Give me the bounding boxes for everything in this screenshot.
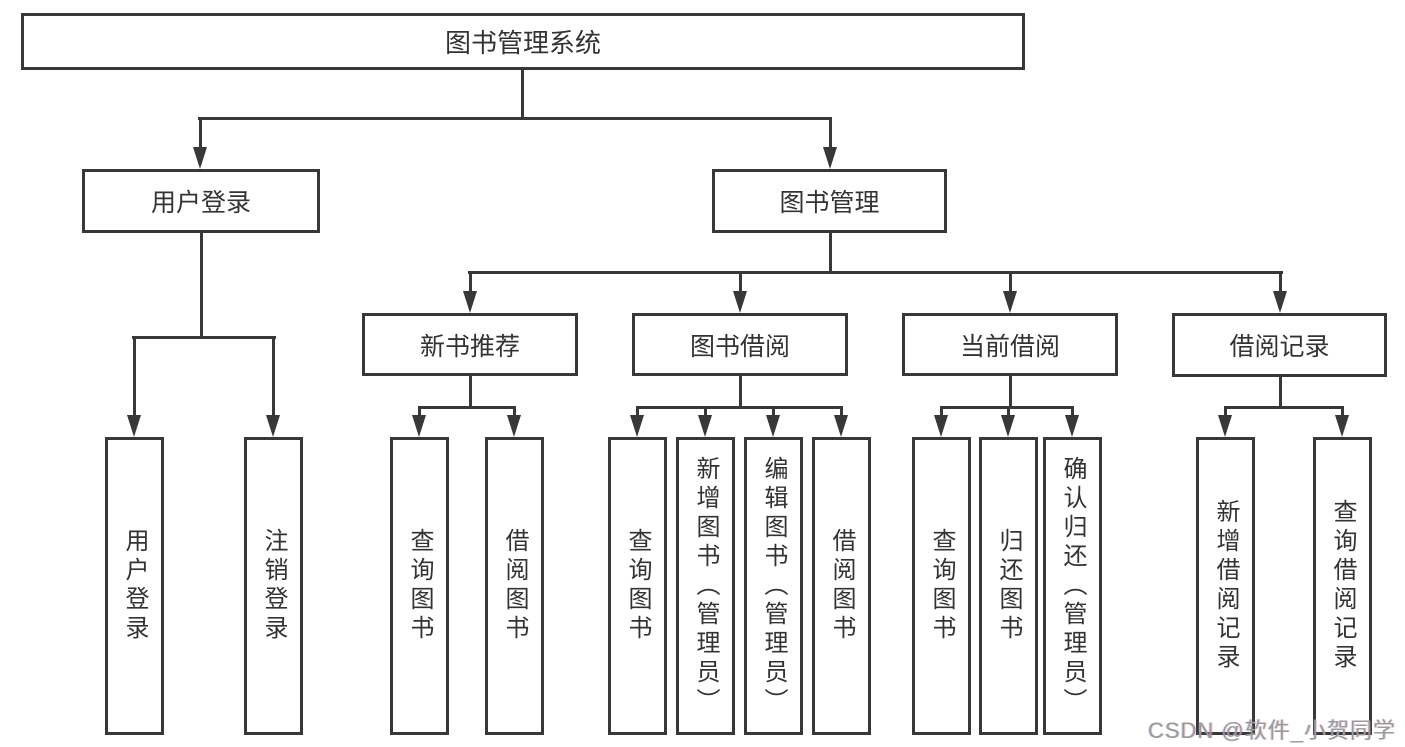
arrow-down	[266, 415, 280, 437]
connector-line	[469, 376, 472, 409]
connector-line	[940, 406, 1073, 409]
connector-line	[200, 233, 203, 339]
leaf-cb-confirm-return-admin: 确认归还（管理员）	[1043, 437, 1102, 735]
arrow-down	[127, 415, 141, 437]
connector-line	[829, 117, 832, 149]
arrow-down	[766, 415, 780, 437]
arrow-down	[934, 415, 948, 437]
leaf-bb-query-book: 查询图书	[608, 437, 667, 735]
arrow-down	[834, 415, 848, 437]
arrow-down	[1273, 291, 1287, 313]
connector-line	[739, 271, 742, 292]
leaf-bb-edit-book-admin: 编辑图书（管理员）	[744, 437, 803, 735]
connector-line	[840, 406, 843, 416]
connector-line	[133, 336, 136, 416]
node-book-management: 图书管理	[712, 169, 947, 233]
connector-line	[1279, 271, 1282, 292]
leaf-logout-login: 注销登录	[244, 437, 303, 735]
leaf-bb-add-book-admin: 新增图书（管理员）	[676, 437, 735, 735]
connector-line	[418, 406, 421, 416]
node-library-management-system: 图书管理系统	[21, 13, 1025, 70]
connector-line	[418, 406, 516, 409]
arrow-down	[463, 291, 477, 313]
leaf-bb-borrow-book: 借阅图书	[812, 437, 871, 735]
connector-line	[1224, 406, 1344, 409]
node-borrow-record: 借阅记录	[1172, 313, 1387, 377]
arrow-down	[698, 415, 712, 437]
watermark: CSDN @软件_小贺同学	[1147, 718, 1396, 743]
leaf-user-login: 用户登录	[105, 437, 164, 735]
node-book-borrow: 图书借阅	[632, 313, 848, 376]
connector-line	[704, 406, 707, 416]
connector-line	[1009, 376, 1012, 409]
connector-line	[1009, 271, 1012, 292]
arrow-down	[193, 147, 207, 169]
arrow-down	[1335, 415, 1349, 437]
connector-line	[940, 406, 943, 416]
connector-line	[1007, 406, 1010, 416]
leaf-br-add-record: 新增借阅记录	[1196, 437, 1255, 735]
connector-line	[1071, 406, 1074, 416]
arrow-down	[823, 147, 837, 169]
connector-line	[1279, 377, 1282, 409]
node-current-borrow: 当前借阅	[902, 313, 1118, 376]
connector-line	[1341, 406, 1344, 416]
connector-line	[1224, 406, 1227, 416]
connector-line	[636, 406, 843, 409]
leaf-rec-query-book: 查询图书	[390, 437, 449, 735]
arrow-down	[412, 415, 426, 437]
connector-line	[272, 336, 275, 416]
arrow-down	[1003, 291, 1017, 313]
connector-line	[772, 406, 775, 416]
connector-line	[468, 271, 1283, 274]
connector-line	[132, 336, 276, 339]
connector-line	[199, 117, 202, 149]
connector-line	[829, 233, 832, 274]
leaf-rec-borrow-book: 借阅图书	[485, 437, 544, 735]
leaf-cb-query-book: 查询图书	[912, 437, 971, 735]
arrow-down	[507, 415, 521, 437]
connector-line	[636, 406, 639, 416]
arrow-down	[1001, 415, 1015, 437]
arrow-down	[630, 415, 644, 437]
connector-line	[469, 271, 472, 292]
leaf-br-query-record: 查询借阅记录	[1313, 437, 1372, 735]
connector-line	[513, 406, 516, 416]
leaf-cb-return-book: 归还图书	[979, 437, 1038, 735]
arrow-down	[1065, 415, 1079, 437]
connector-line	[739, 376, 742, 409]
arrow-down	[733, 291, 747, 313]
connector-line	[198, 117, 832, 120]
connector-line	[521, 70, 524, 120]
arrow-down	[1218, 415, 1232, 437]
node-user-login: 用户登录	[82, 169, 320, 233]
node-new-book-recommend: 新书推荐	[362, 313, 578, 376]
